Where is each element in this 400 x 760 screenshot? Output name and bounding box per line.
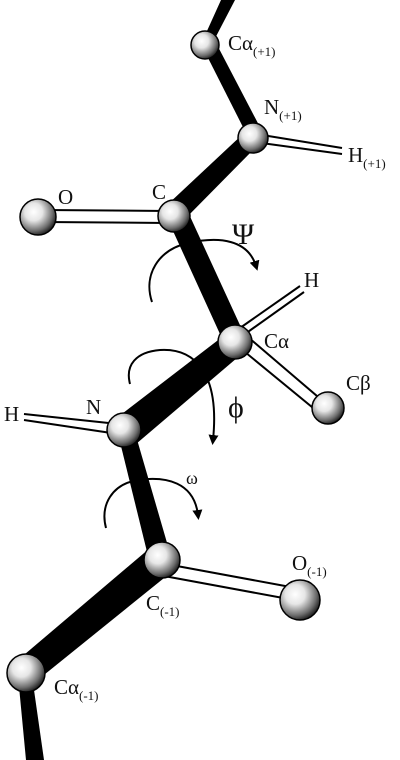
atom-o [19, 198, 57, 236]
bond-ca-plus1-n-plus1 [203, 41, 262, 141]
labels: Cα(+1) N(+1) H(+1) O C H Cα Cβ N H C(-1)… [4, 31, 386, 703]
bond-c-ca [168, 212, 245, 345]
bond-n-plus1-h [253, 133, 343, 155]
bond-ca-h [239, 285, 305, 335]
atom-o-minus1 [279, 579, 321, 621]
label-psi: Ψ [232, 218, 255, 251]
atom-ca-plus1 [190, 30, 220, 60]
bond-n-plus1-c [166, 133, 258, 222]
label-h-alpha: H [304, 268, 319, 292]
omega-arrow [103, 477, 203, 529]
label-ca-plus1: Cα(+1) [228, 31, 276, 59]
phi-arrow [127, 348, 219, 445]
atom-ca [217, 324, 253, 360]
label-ca-minus1: Cα(-1) [54, 675, 99, 703]
bonds [18, 0, 343, 760]
atom-n [106, 412, 142, 448]
bond-n-h [23, 413, 119, 435]
label-n-plus1: N(+1) [264, 95, 302, 123]
double-bond-c-o [43, 209, 169, 224]
atom-cb [311, 391, 345, 425]
bond-c-minus1-ca-minus1 [18, 548, 174, 683]
label-c: C [152, 180, 166, 204]
label-phi: ϕ [228, 391, 244, 424]
psi-arrow [148, 238, 260, 303]
label-ca: Cα [264, 329, 289, 353]
bond-n-c-minus1 [120, 436, 172, 564]
label-h-plus1: H(+1) [348, 143, 386, 171]
label-h-n: H [4, 402, 19, 426]
bond-bottom-stub [18, 676, 44, 760]
torsion-arrows [103, 238, 260, 529]
label-o-minus1: O(-1) [292, 551, 327, 579]
atoms [6, 30, 345, 693]
double-bond-c-minus1-o-minus1 [163, 563, 297, 601]
atom-c [157, 199, 191, 233]
bond-ca-n [114, 334, 244, 444]
label-o: O [58, 185, 73, 209]
label-n: N [86, 395, 101, 419]
label-c-minus1: C(-1) [146, 591, 180, 619]
atom-ca-minus1 [6, 653, 46, 693]
label-cb: Cβ [346, 371, 371, 395]
atom-n-plus1 [237, 122, 269, 154]
atom-c-minus1 [143, 541, 181, 579]
label-omega: ω [186, 468, 198, 488]
